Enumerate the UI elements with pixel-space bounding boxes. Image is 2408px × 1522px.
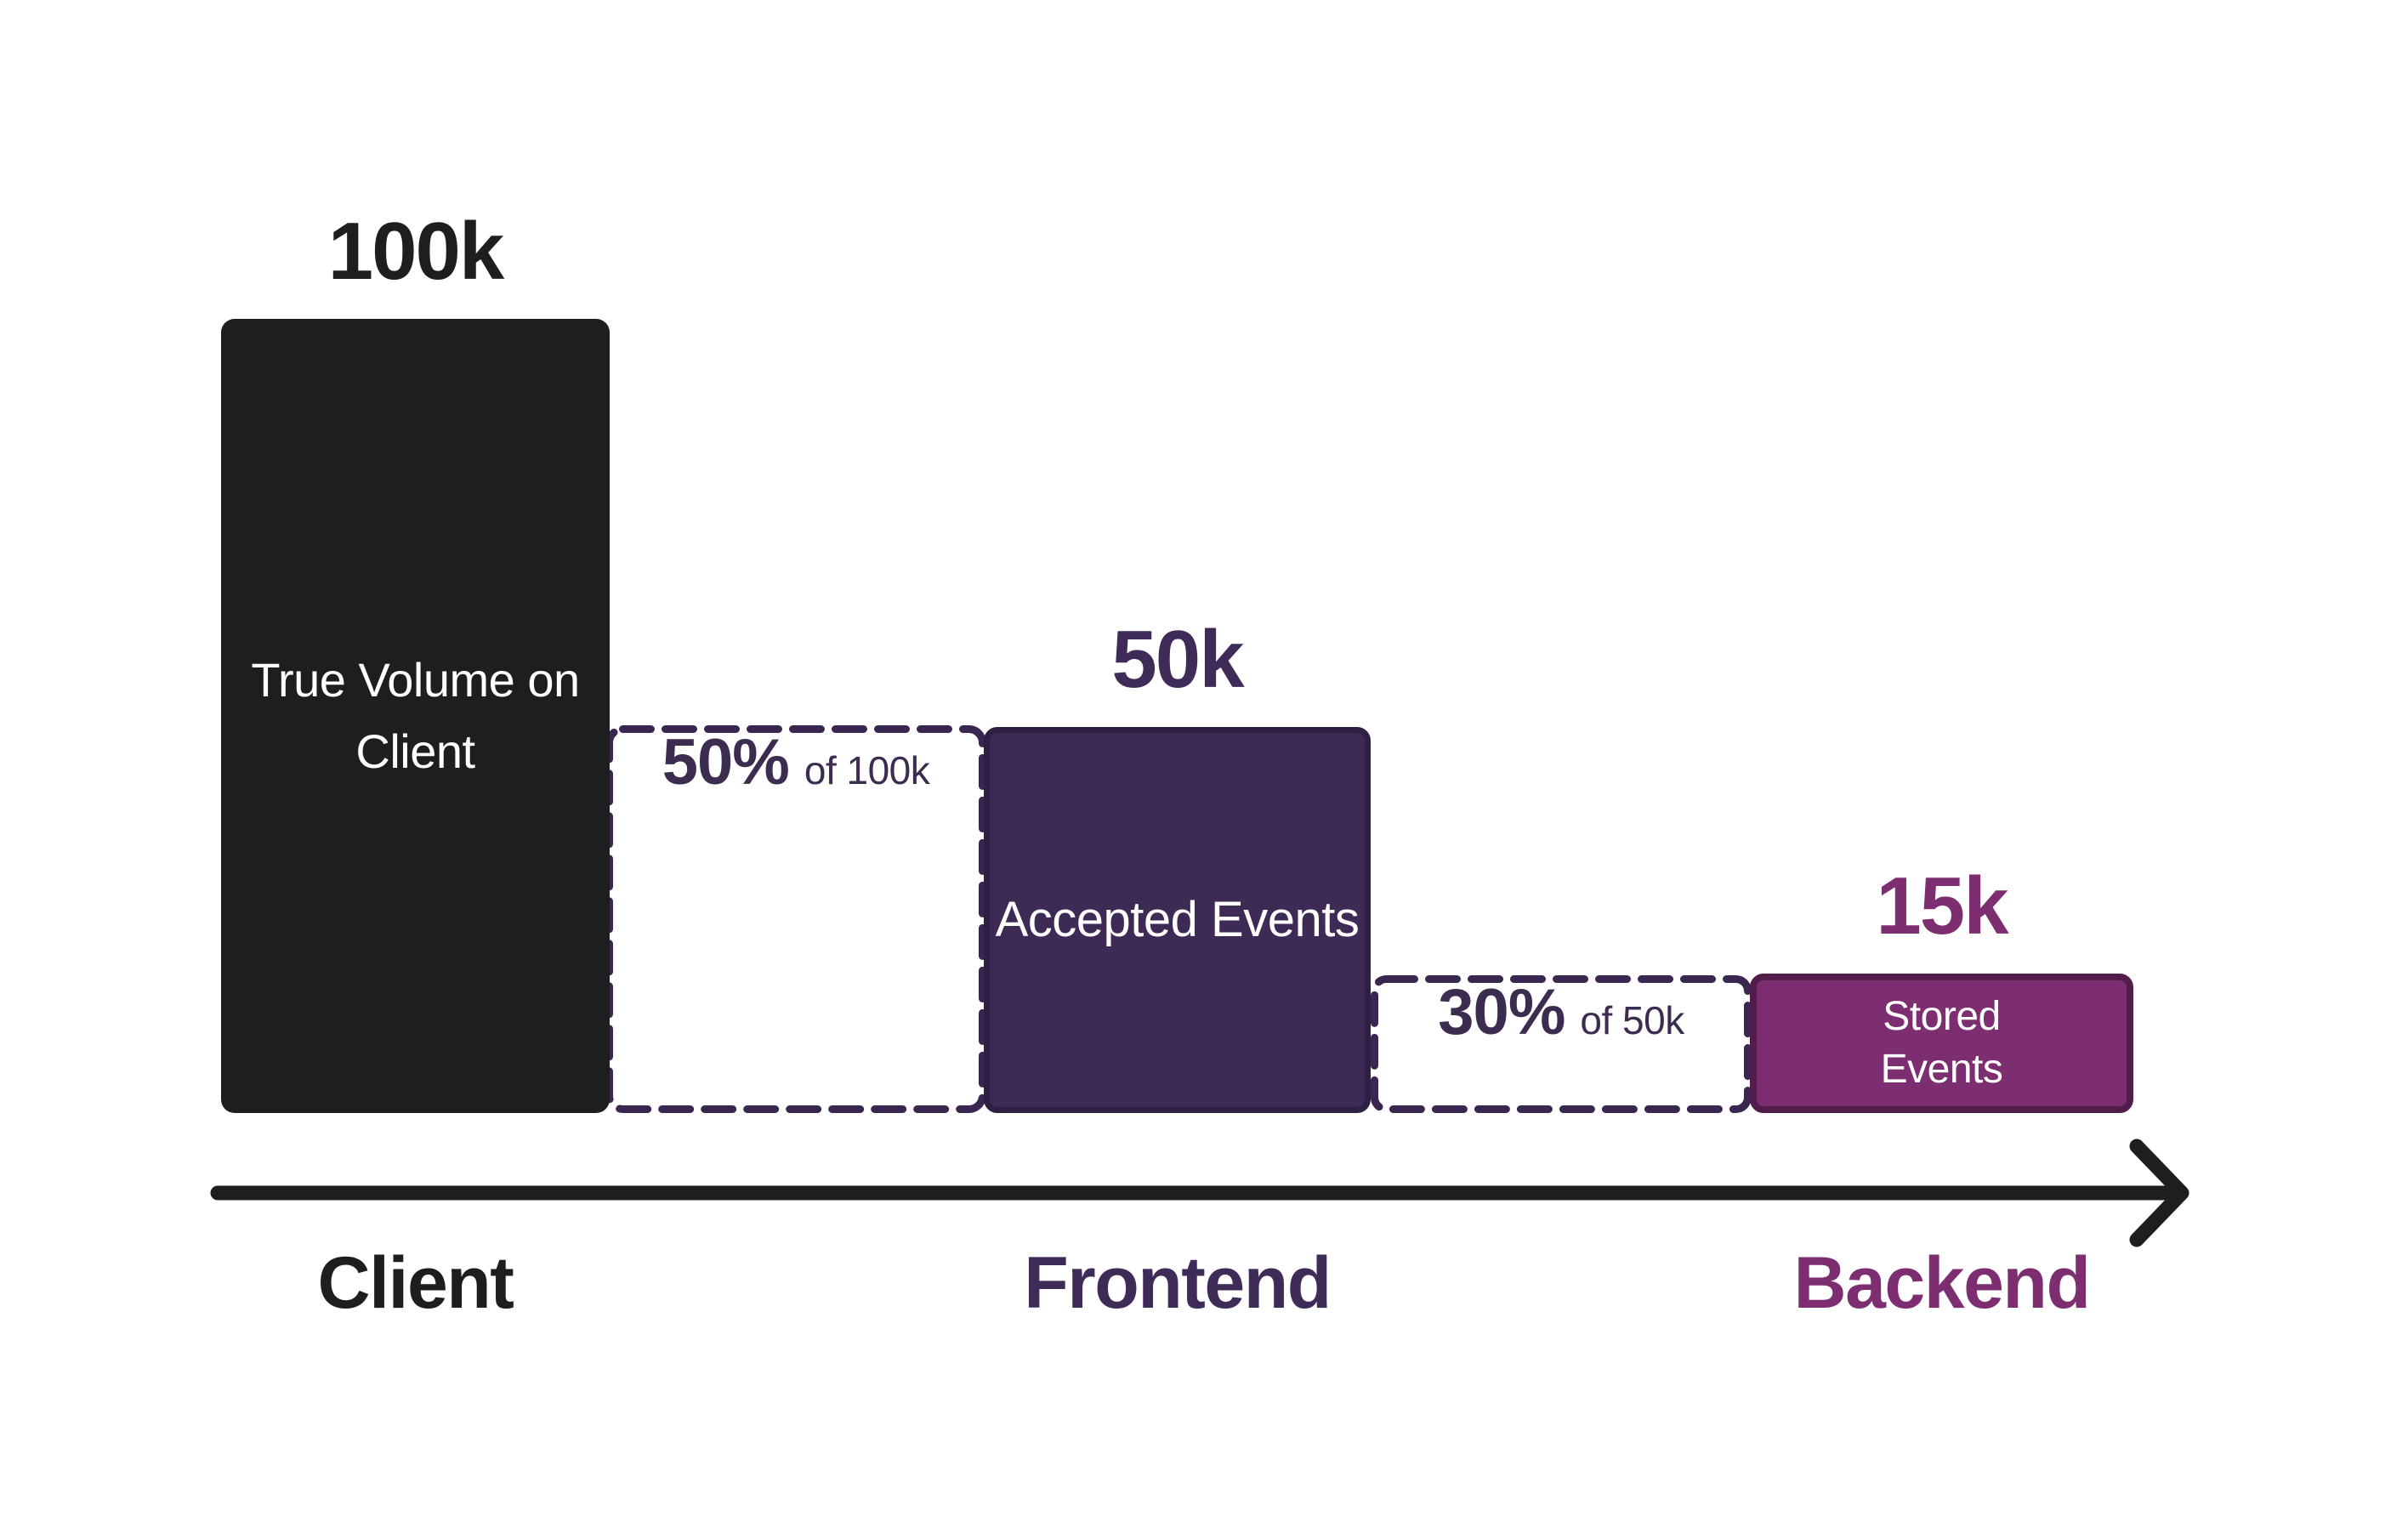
bar-accepted-events: Accepted Events bbox=[984, 727, 1371, 1113]
bar-label-line: Accepted Events bbox=[995, 892, 1360, 947]
value-label-50k: 50k bbox=[1111, 614, 1244, 705]
bar-label-line: Client bbox=[355, 724, 475, 778]
bar-label-line: Stored bbox=[1883, 994, 2001, 1039]
axis-label-client: Client bbox=[317, 1242, 514, 1324]
bar-label-true-volume: True Volume on Client bbox=[251, 645, 580, 787]
dashed-drop-box-30pct bbox=[1371, 975, 1752, 1113]
value-label-15k: 15k bbox=[1876, 860, 2008, 951]
axis-label-backend: Backend bbox=[1793, 1242, 2092, 1324]
drop-percent: 30% bbox=[1438, 976, 1565, 1048]
bar-true-volume-on-client: True Volume on Client bbox=[221, 319, 610, 1113]
drop-percent: 50% bbox=[662, 726, 790, 798]
bar-label-stored-events: Stored Events bbox=[1881, 991, 2003, 1096]
drop-of-text: of 50k bbox=[1580, 998, 1684, 1042]
drop-of-text: of 100k bbox=[804, 748, 930, 792]
drop-annotation-50pct: 50% of 100k bbox=[605, 725, 986, 1113]
value-label-100k: 100k bbox=[327, 206, 505, 297]
bar-label-accepted-events: Accepted Events bbox=[996, 890, 1360, 950]
dashed-border-icon bbox=[1371, 975, 1752, 1113]
bar-label-line: True Volume on bbox=[251, 653, 580, 707]
axis-arrow-head bbox=[2129, 1139, 2189, 1247]
drop-annotation-30pct: 30% of 50k bbox=[1371, 975, 1752, 1113]
axis-label-frontend: Frontend bbox=[1024, 1242, 1332, 1324]
bar-stored-events: Stored Events bbox=[1750, 974, 2133, 1113]
bar-label-line: Events bbox=[1880, 1047, 2003, 1092]
